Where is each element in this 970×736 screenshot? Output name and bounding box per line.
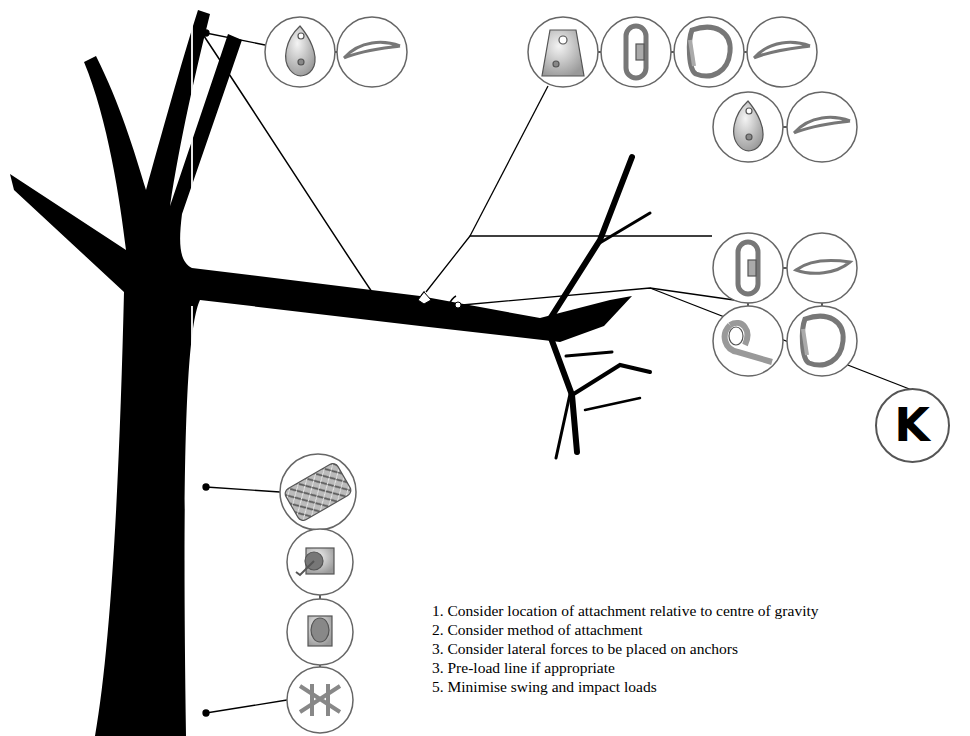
rigging-rope (192, 22, 461, 646)
twigs (548, 157, 650, 458)
equipment-icons (283, 26, 850, 716)
guidance-note: 3. Pre-load line if appropriate (432, 658, 819, 677)
guidance-note: 5. Minimise swing and impact loads (432, 677, 819, 696)
rope-knot-circle: K (875, 388, 950, 463)
equipment-circles (265, 17, 857, 733)
notes-list: 1. Consider location of attachment relat… (432, 601, 819, 696)
leader-lines (203, 30, 912, 716)
guidance-note: 3. Consider lateral forces to be placed … (432, 639, 819, 658)
knot-symbol: K (894, 402, 930, 448)
guidance-note: 1. Consider location of attachment relat… (432, 601, 819, 620)
guidance-note: 2. Consider method of attachment (432, 620, 819, 639)
